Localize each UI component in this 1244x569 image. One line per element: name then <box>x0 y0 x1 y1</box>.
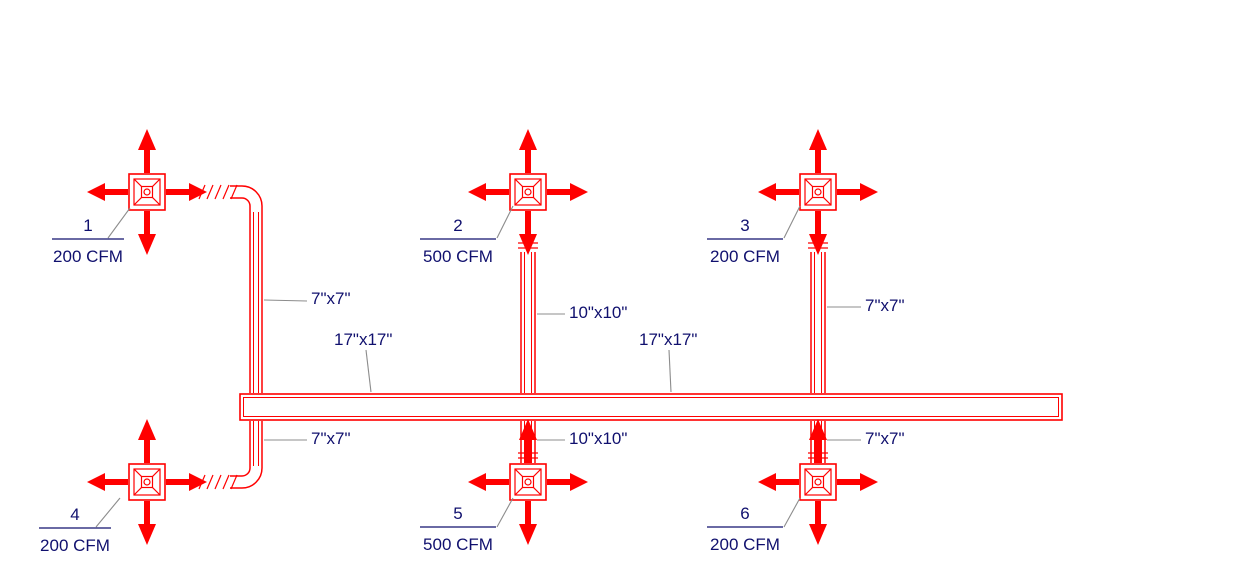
tag-2: 2 500 CFM <box>420 205 514 266</box>
svg-text:7"x7": 7"x7" <box>865 296 904 315</box>
svg-text:10"x10": 10"x10" <box>569 429 627 448</box>
tag-1-cfm: 200 CFM <box>53 247 123 266</box>
svg-text:10"x10": 10"x10" <box>569 303 627 322</box>
size-label-branch-2: 10"x10" <box>537 303 627 322</box>
tag-5-number: 5 <box>453 504 462 523</box>
branch-duct-4 <box>198 421 263 490</box>
tag-6-number: 6 <box>740 504 749 523</box>
tag-3: 3 200 CFM <box>707 205 801 266</box>
tag-2-cfm: 500 CFM <box>423 247 493 266</box>
branch-duct-3 <box>808 242 828 393</box>
svg-text:7"x7": 7"x7" <box>865 429 904 448</box>
tag-4: 4 200 CFM <box>39 497 121 555</box>
diffuser-1 <box>86 128 208 256</box>
size-label-branch-5: 10"x10" <box>537 429 627 448</box>
size-label-branch-1: 7"x7" <box>263 289 350 308</box>
svg-text:7"x7": 7"x7" <box>311 429 350 448</box>
tag-1-number: 1 <box>83 216 92 235</box>
svg-text:7"x7": 7"x7" <box>311 289 350 308</box>
size-label-main-left: 17"x17" <box>334 330 392 393</box>
tag-5-cfm: 500 CFM <box>423 535 493 554</box>
diffuser-3 <box>757 128 879 256</box>
tag-1: 1 200 CFM <box>52 207 131 266</box>
size-label-main-right: 17"x17" <box>639 330 697 393</box>
tag-4-cfm: 200 CFM <box>40 536 110 555</box>
tag-3-cfm: 200 CFM <box>710 247 780 266</box>
svg-text:17"x17": 17"x17" <box>639 330 697 349</box>
tag-6-cfm: 200 CFM <box>710 535 780 554</box>
tag-2-number: 2 <box>453 216 462 235</box>
tag-3-number: 3 <box>740 216 749 235</box>
size-label-branch-4: 7"x7" <box>264 429 350 448</box>
branch-duct-1 <box>198 184 263 393</box>
diffuser-4 <box>86 418 208 546</box>
size-label-branch-6: 7"x7" <box>827 429 904 448</box>
main-duct <box>239 393 1063 421</box>
flex-connector-4 <box>198 474 238 490</box>
branch-duct-2 <box>518 242 538 393</box>
diffuser-6 <box>757 418 879 546</box>
diffuser-2 <box>467 128 589 256</box>
size-label-branch-3: 7"x7" <box>827 296 904 315</box>
tag-4-number: 4 <box>70 505 79 524</box>
tag-5: 5 500 CFM <box>420 497 514 554</box>
tag-6: 6 200 CFM <box>707 497 801 554</box>
flex-connector-1 <box>198 184 238 200</box>
svg-text:17"x17": 17"x17" <box>334 330 392 349</box>
